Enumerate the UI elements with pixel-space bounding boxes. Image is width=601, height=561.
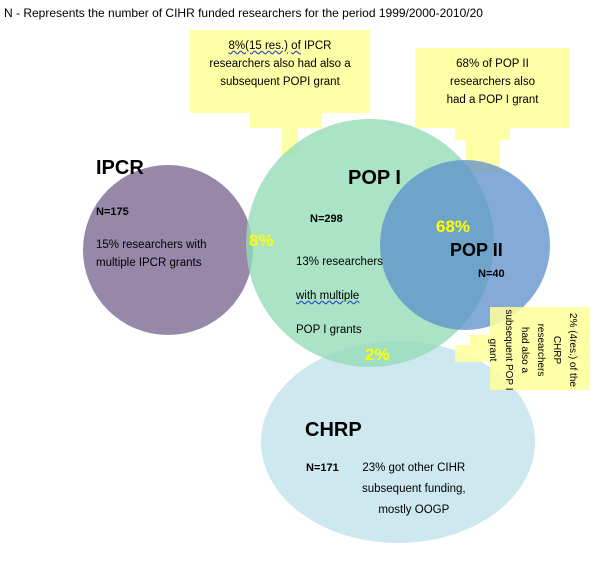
ipcr-note2: multiple IPCR grants (96, 257, 202, 269)
overlap-pop1-chrp: 2% (365, 345, 390, 364)
chrp-note2: subsequent funding, (362, 483, 466, 495)
callout-popii-line3: had a POP I grant (446, 94, 539, 106)
callout-ipcr-c: IPCR (303, 40, 332, 52)
chrp-title: CHRP (305, 419, 362, 441)
pop1-n: N=298 (310, 213, 343, 225)
callout-popii-text: 68% of POP II researchers also had a POP… (415, 55, 570, 109)
pop2-n: N=40 (478, 268, 505, 280)
chrp-note3: mostly OOGP (378, 504, 450, 516)
pop1-note2: with multiple (296, 290, 360, 302)
pop2-title: POP II (450, 240, 503, 260)
callout-chrp-line5: grant (487, 338, 498, 362)
callout-ipcr-a: 8%(15 res.) (228, 40, 288, 52)
callout-popii-box (415, 48, 570, 172)
ipcr-circle (83, 165, 253, 335)
callout-popii-line2: researchers also (449, 76, 535, 88)
pop1-note3: POP I grants (296, 324, 362, 336)
pop1-title: POP I (348, 167, 401, 189)
chrp-n: N=171 (306, 462, 339, 474)
diagram-header: N - Represents the number of CIHR funded… (4, 6, 483, 20)
callout-popii-line1: 68% of POP II (456, 58, 529, 70)
callout-ipcr-line3: subsequent POPI grant (220, 76, 340, 88)
chrp-note: 23% got other CIHR subsequent funding, m… (362, 458, 466, 521)
callout-chrp-box (455, 307, 590, 390)
ipcr-title: IPCR (96, 157, 144, 179)
callout-chrp-line2: CHRP researchers (535, 323, 562, 377)
callout-ipcr-line2: researchers also had also a (209, 58, 351, 70)
pop1-note: 13% researchers with multiple POP I gran… (296, 245, 383, 347)
callout-chrp-line1: 2% (4res.) of the (567, 313, 578, 387)
overlap-pop1-pop2: 68% (436, 217, 471, 236)
callout-chrp-line4: subsequent POP I (503, 309, 514, 391)
pop1-note1: 13% researchers (296, 256, 383, 268)
callout-ipcr-box (190, 30, 370, 155)
callout-ipcr-b: of (291, 40, 301, 52)
overlap-ipcr-pop1: 8% (249, 231, 274, 250)
ipcr-note1: 15% researchers with (96, 239, 207, 251)
ipcr-note: 15% researchers with multiple IPCR grant… (96, 236, 207, 272)
chrp-circle (261, 341, 535, 543)
callout-chrp-text: 2% (4res.) of the CHRP researchers had a… (487, 309, 580, 391)
callout-chrp-line3: had also a (519, 326, 530, 374)
ipcr-n: N=175 (96, 206, 129, 218)
callout-ipcr-text: 8%(15 res.) of IPCR researchers also had… (190, 37, 370, 91)
chrp-note1: 23% got other CIHR (362, 462, 466, 474)
pop2-circle (380, 160, 550, 330)
